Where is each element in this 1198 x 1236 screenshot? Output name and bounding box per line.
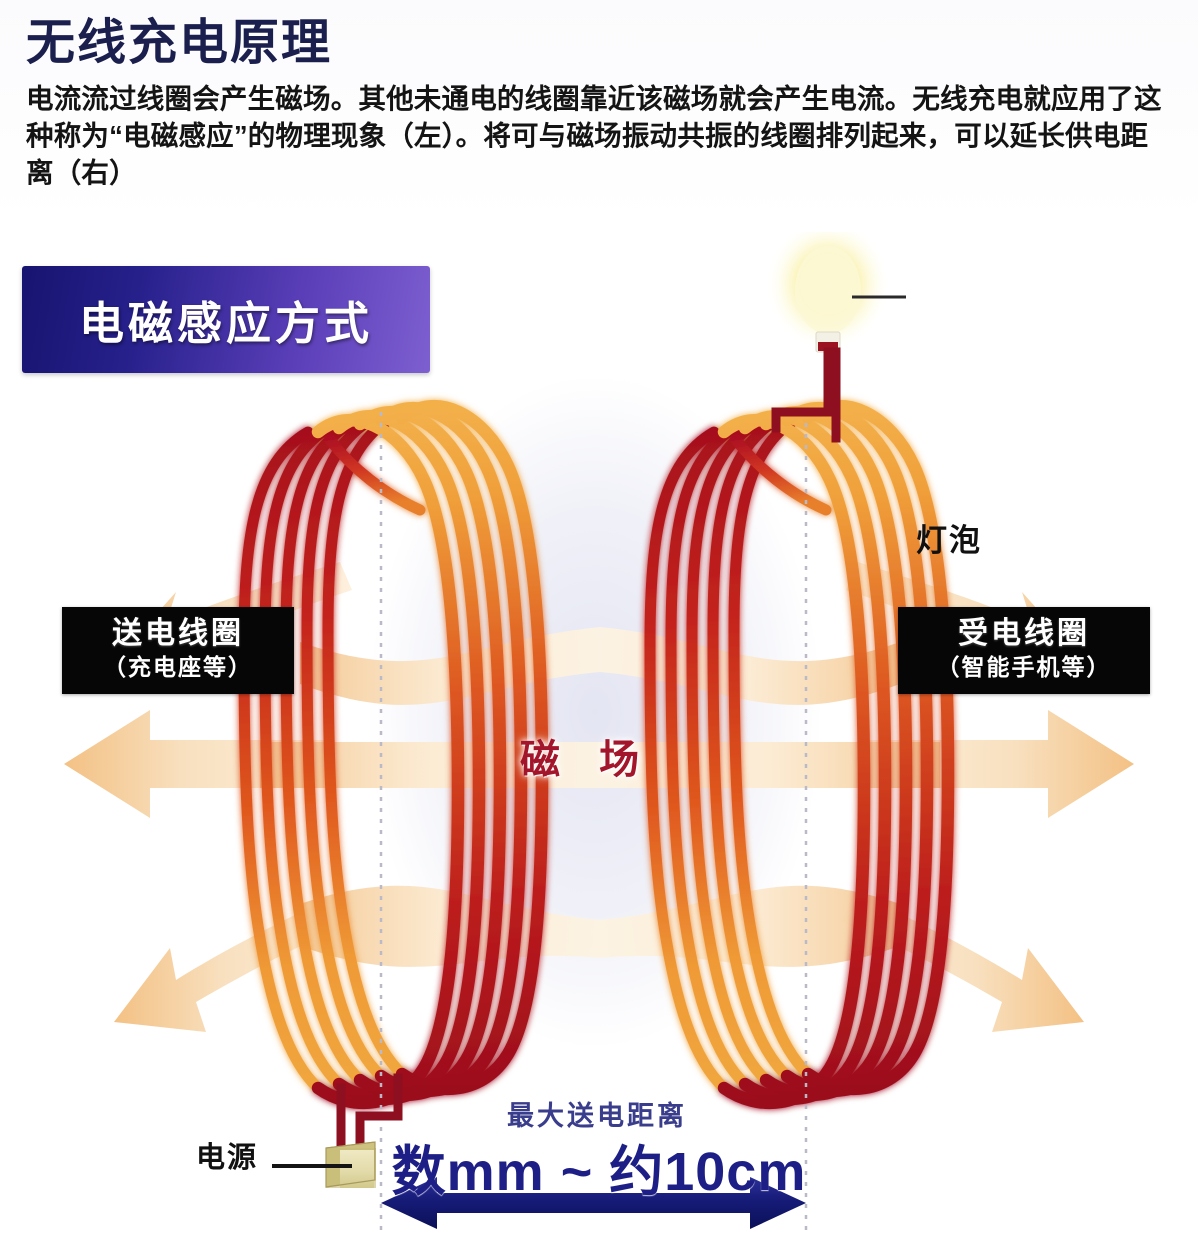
receive-coil-label-line1: 受电线圈 xyxy=(958,617,1090,650)
distance-measure-graphics xyxy=(379,412,808,1236)
method-badge-label: 电磁感应方式 xyxy=(78,298,373,349)
power-source-label: 电源 xyxy=(196,1142,259,1174)
bulb-label: 灯泡 xyxy=(916,523,982,558)
page-title: 无线充电原理 xyxy=(26,15,333,70)
method-badge: 电磁感应方式 xyxy=(22,266,430,373)
field-arrow-left xyxy=(64,710,330,818)
receive-coil-wires xyxy=(771,347,841,443)
field-arrow-right xyxy=(868,710,1134,818)
header: 无线充电原理 电流流过线圈会产生磁场。其他未通电的线圈靠近该磁场就会产生电流。无… xyxy=(0,0,1198,232)
transmit-coil-label-line1: 送电线圈 xyxy=(112,617,244,650)
field-arrow-lower-left xyxy=(114,892,356,1032)
magnetic-field-label: 磁 场 xyxy=(520,738,654,782)
receive-coil-label-line2: （智能手机等） xyxy=(936,654,1112,680)
distance-value: 数mm ~ 约10cm xyxy=(391,1142,807,1202)
double-headed-arrow-icon xyxy=(381,1177,806,1229)
intro-paragraph: 电流流过线圈会产生磁场。其他未通电的线圈靠近该磁场就会产生电流。无线充电就应用了… xyxy=(26,80,1166,191)
transmit-coil-label-line2: （充电座等） xyxy=(103,654,253,680)
light-bulb-icon xyxy=(766,232,890,353)
diagram-stage: 电磁感应方式 送电线圈 （充电座等） 受电线圈 （智能手机等） 磁 场 灯泡 电… xyxy=(0,232,1198,1236)
intro-text: 电流流过线圈会产生磁场。其他未通电的线圈靠近该磁场就会产生电流。无线充电就应用了… xyxy=(26,83,1162,188)
receive-coil-label: 受电线圈 （智能手机等） xyxy=(898,607,1150,694)
transmit-coil-label: 送电线圈 （充电座等） xyxy=(62,607,294,694)
